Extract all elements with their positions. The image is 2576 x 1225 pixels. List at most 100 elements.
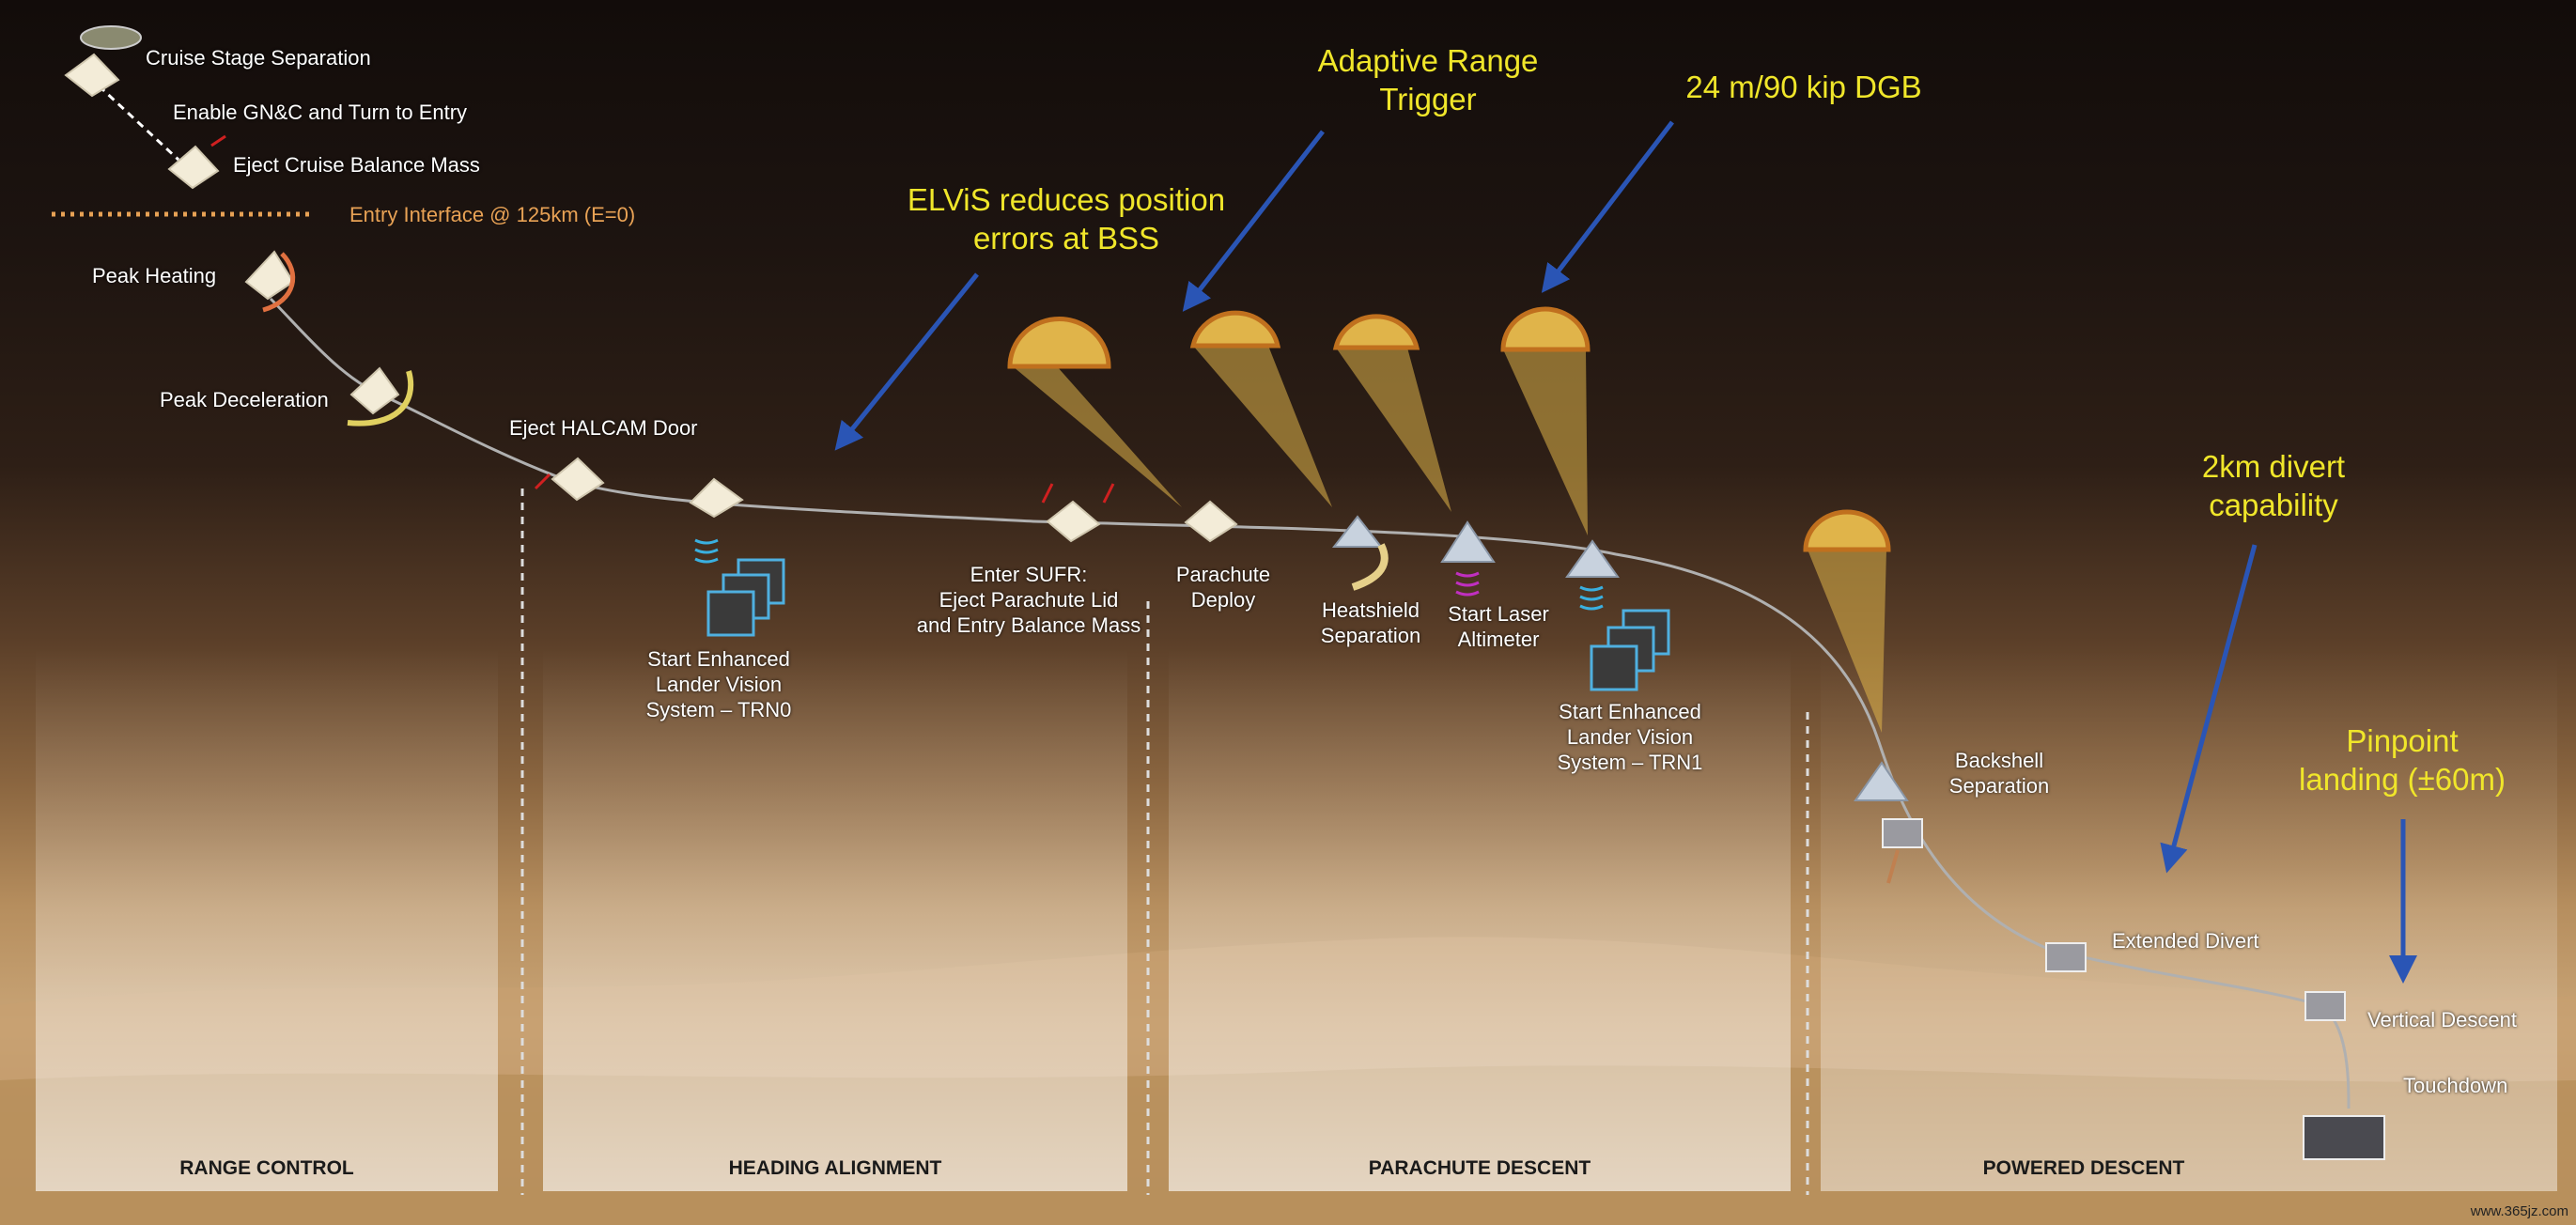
- label-line: Start Enhanced: [1559, 700, 1701, 723]
- capsule-icon-6: [689, 477, 744, 519]
- arrow-elvis: [834, 272, 979, 451]
- rover-icon: [2303, 1115, 2385, 1160]
- capsule-icon-4: [349, 366, 400, 415]
- label-enter-sufr: Enter SUFR: Eject Parachute Lid and Entr…: [902, 562, 1156, 638]
- laser-wave-2: [1455, 581, 1480, 587]
- lander-icon-1: [1882, 818, 1923, 848]
- lander-icon-2: [2045, 942, 2087, 972]
- label-line: Backshell: [1954, 749, 2044, 772]
- camera-wave-2: [694, 548, 719, 554]
- label-line: Start Laser: [1448, 602, 1549, 626]
- heating-glow-icon: [262, 252, 296, 313]
- label-start-laser-altimeter: Start Laser Altimeter: [1437, 601, 1560, 652]
- note-line: 2km divert: [2201, 449, 2346, 484]
- label-line: Deploy: [1190, 588, 1256, 612]
- note-line: Adaptive Range: [1317, 43, 1539, 78]
- label-line: and Entry Balance Mass: [916, 613, 1141, 637]
- capsule-icon-8: [1184, 500, 1238, 543]
- red-marker-3: [1041, 483, 1054, 504]
- arrow-dgb: [1541, 120, 1674, 293]
- note-divert: 2km divert capability: [2161, 447, 2386, 524]
- deceleration-glow-icon: [347, 370, 414, 426]
- label-vertical-descent: Vertical Descent: [2367, 1008, 2517, 1031]
- label-eject-cruise-balance-mass: Eject Cruise Balance Mass: [233, 153, 480, 177]
- label-entry-interface: Entry Interface @ 125km (E=0): [349, 203, 636, 226]
- terrain-image-icon-3: [706, 590, 755, 637]
- label-touchdown: Touchdown: [2403, 1074, 2508, 1097]
- label-parachute-deploy: Parachute Deploy: [1165, 562, 1281, 612]
- label-line: Lander Vision: [1566, 725, 1694, 749]
- cruise-path: [87, 75, 180, 162]
- parachute-lines-5: [1808, 550, 1886, 733]
- backshell-icon-4: [1854, 761, 1909, 801]
- note-adaptive-range-trigger: Adaptive Range Trigger: [1268, 41, 1588, 118]
- cruise-stage-icon: [80, 25, 142, 50]
- parachute-group: [1007, 306, 1891, 733]
- capsule-icon-2: [167, 145, 220, 190]
- label-line: Start Enhanced: [647, 647, 790, 671]
- capsule-icon-7: [1046, 500, 1101, 543]
- label-extended-divert: Extended Divert: [2112, 929, 2259, 953]
- note-line: ELViS reduces position: [907, 182, 1226, 217]
- backshell-icon-2: [1440, 520, 1496, 563]
- red-marker-1: [210, 134, 226, 147]
- terrain-image-icon-6: [1590, 644, 1638, 691]
- camera-wave-1: [694, 538, 719, 545]
- red-marker-2: [534, 473, 551, 490]
- note-pinpoint: Pinpoint landing (±60m): [2266, 721, 2538, 799]
- camera-wave-5: [1579, 595, 1604, 601]
- label-line: Heatshield: [1322, 598, 1420, 622]
- parachute-lines-4: [1503, 349, 1588, 535]
- label-line: Lander Vision: [655, 673, 783, 696]
- laser-wave-3: [1455, 590, 1480, 597]
- capsule-icon-5: [551, 457, 605, 502]
- note-line: landing (±60m): [2299, 762, 2506, 797]
- label-start-lvs-trn0: Start Enhanced Lander Vision System – TR…: [611, 646, 827, 722]
- parachute-canopy-2: [1189, 310, 1281, 349]
- thrust-plume-icon: [1886, 849, 1900, 884]
- panel-range-control: [36, 648, 498, 1191]
- label-peak-heating: Peak Heating: [92, 264, 217, 287]
- note-dgb: 24 m/90 kip DGB: [1685, 70, 1922, 104]
- label-start-lvs-trn1: Start Enhanced Lander Vision System – TR…: [1522, 699, 1738, 775]
- backshell-icon-3: [1565, 539, 1620, 578]
- label-cruise-stage-separation: Cruise Stage Separation: [146, 46, 371, 70]
- note-elvis: ELViS reduces position errors at BSS: [878, 180, 1254, 257]
- camera-wave-4: [1579, 585, 1604, 592]
- parachute-canopy-3: [1332, 314, 1420, 350]
- parachute-lines-3: [1336, 348, 1451, 512]
- heatshield-icon: [1351, 543, 1389, 591]
- note-line: Trigger: [1379, 82, 1477, 116]
- phase-parachute-descent: PARACHUTE DESCENT: [1368, 1157, 1591, 1179]
- label-eject-halcam-door: Eject HALCAM Door: [509, 416, 698, 440]
- backshell-icon-1: [1331, 515, 1384, 548]
- parachute-canopy-5: [1803, 509, 1891, 552]
- parachute-canopy-1: [1007, 317, 1111, 369]
- phase-range-control: RANGE CONTROL: [179, 1157, 354, 1179]
- label-enable-gnc: Enable GN&C and Turn to Entry: [173, 101, 468, 124]
- phase-powered-descent: POWERED DESCENT: [1982, 1157, 2185, 1179]
- label-line: Eject Parachute Lid: [939, 588, 1119, 612]
- label-line: Altimeter: [1457, 628, 1540, 651]
- capsule-icon-1: [64, 53, 120, 98]
- label-heatshield-separation: Heatshield Separation: [1310, 597, 1432, 648]
- arrow-adaptive-range: [1182, 130, 1325, 312]
- trajectory-line: [269, 297, 2351, 1109]
- panel-heading-alignment: [543, 648, 1127, 1191]
- parachute-lines-1: [1013, 366, 1182, 507]
- camera-wave-6: [1579, 604, 1604, 611]
- lander-icon-3: [2304, 991, 2346, 1021]
- panel-parachute-descent: [1169, 648, 1791, 1191]
- label-line: Separation: [1320, 624, 1421, 647]
- label-peak-deceleration: Peak Deceleration: [160, 388, 329, 411]
- label-line: System – TRN0: [645, 698, 792, 721]
- note-line: errors at BSS: [972, 221, 1160, 256]
- watermark: www.365jz.com: [2470, 1203, 2568, 1219]
- red-marker-4: [1102, 483, 1115, 504]
- label-line: Enter SUFR:: [970, 563, 1088, 586]
- note-line: Pinpoint: [2346, 723, 2459, 758]
- label-line: Separation: [1948, 774, 2050, 798]
- panel-powered-descent: [1821, 648, 2557, 1191]
- arrow-divert: [2160, 544, 2258, 874]
